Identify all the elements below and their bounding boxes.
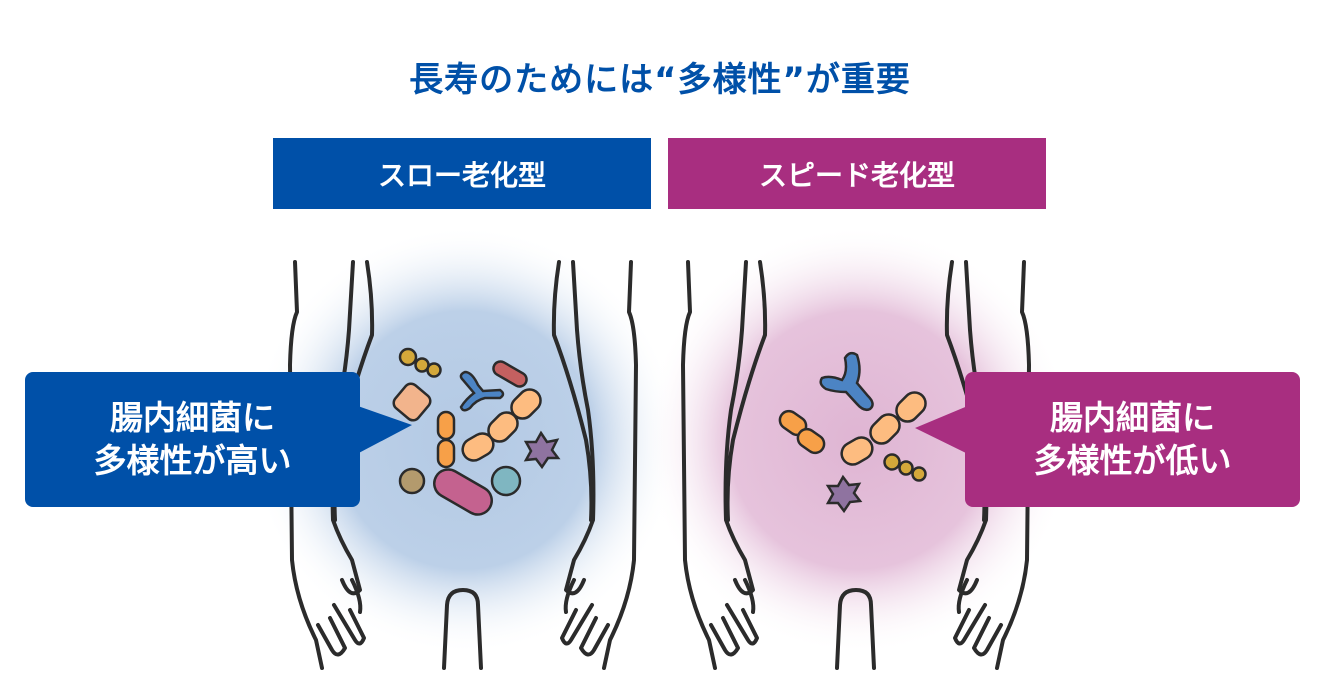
speed-callout-line1: 腸内細菌に	[1050, 397, 1215, 437]
speed-bacteria	[778, 351, 927, 514]
bacterium-round	[490, 465, 522, 497]
slow-aging-label: スロー老化型	[377, 158, 546, 192]
bacterium-star	[825, 474, 863, 514]
bacterium-cocci	[898, 460, 914, 476]
slow-callout-line2: 多様性が高い	[93, 440, 292, 480]
slow-callout: 腸内細菌に 多様性が高い	[25, 372, 360, 507]
bacterium-cocci	[398, 347, 418, 367]
slow-glow	[250, 225, 680, 655]
bacterium-rod	[492, 360, 528, 388]
speed-callout: 腸内細菌に 多様性が低い	[965, 372, 1300, 507]
bacterium-chain	[461, 432, 495, 462]
slow-callout-pointer	[355, 405, 412, 455]
slow-bacteria	[392, 347, 561, 516]
bacterium-cocci	[883, 453, 901, 471]
bacterium-rod	[436, 438, 456, 469]
bacterium-rod	[436, 410, 456, 441]
bacterium-y	[819, 351, 874, 412]
page-title: 長寿のためには“多様性”が重要	[409, 60, 911, 100]
bacterium-chain	[840, 436, 874, 466]
slow-aging-header: スロー老化型	[273, 138, 651, 209]
speed-callout-line2: 多様性が低い	[1033, 440, 1232, 480]
bacterium-square	[392, 382, 432, 422]
speed-aging-label: スピード老化型	[758, 158, 955, 192]
bacterium-rod	[796, 427, 826, 455]
bacterium-round	[398, 467, 426, 495]
bacterium-star	[523, 430, 561, 470]
speed-aging-header: スピード老化型	[668, 138, 1046, 209]
bacterium-cocci	[426, 362, 442, 378]
bacterium-rod	[433, 468, 493, 516]
speed-callout-pointer	[915, 405, 970, 455]
bacterium-y	[459, 370, 505, 412]
bacterium-chain	[895, 391, 927, 423]
slow-callout-line1: 腸内細菌に	[110, 397, 275, 437]
bacterium-cocci	[911, 466, 927, 482]
bacterium-chain	[869, 413, 901, 445]
